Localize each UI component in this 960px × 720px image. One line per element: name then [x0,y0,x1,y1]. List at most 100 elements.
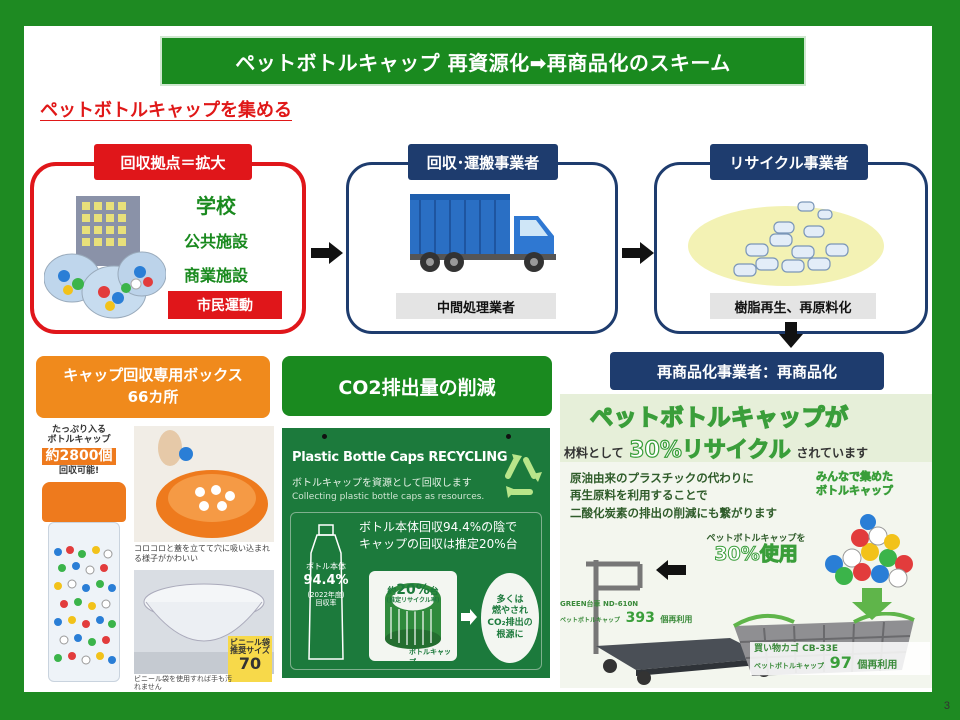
product-desc-line2: 再生原料を利用することで [570,488,708,503]
page-title: ペットボトルキャップ 再資源化➡再商品化のスキーム [160,36,806,86]
usage-percent: 30%使用 [714,543,798,566]
cap-label: ボトルキャップ [409,648,451,666]
basket-model: 買い物カゴ CB-33E [754,644,839,654]
arrow-right-icon [311,242,343,264]
basket-label: ペットボトルキャップ [754,662,824,671]
co2-reduction-tag: CO2排出量の削減 [282,356,552,416]
recycling-sub-jp: ボトルキャップを資源として回収します [292,478,472,489]
burn-line2: 燃やされ [491,606,528,617]
capacity-count: 約2800個 [41,447,117,466]
bottle-cap-icon [385,583,441,649]
transport-tag: 回収･運搬事業者 [408,144,558,180]
usage-badge: ペットボトルキャップを 30%使用 [702,534,810,566]
cart-label: ペットボトルキャップ [560,617,621,625]
collection-box-count: 66カ所 [127,388,179,406]
bag-graphic [134,583,274,674]
cart-model: GREEN台車 ND-610N [560,600,639,608]
cap-rate-prefix: 約 [387,587,397,597]
truck-illustration [410,194,556,272]
cart-unit: 個再利用 [660,615,693,625]
school-label: 学校 [196,194,236,218]
product-description: 原油由来のプラスチックの代わりに 再生原料を利用することで 二酸化炭素の排出の削… [570,470,800,522]
bottle-value: 94.4% [303,572,349,588]
section-heading: ペットボトルキャップを集める [40,100,292,121]
bag-size-label1: ビニール袋 [230,638,270,647]
product-subline: 材料として 30%リサイクル されています [564,432,868,464]
cart-count: 393 [625,610,655,627]
remarketing-tag: 再商品化事業者：再商品化 [610,352,884,390]
commercial-facility-label: 商業施設 [184,266,249,285]
intermediate-processor-label: 中間処理業者 [396,293,556,319]
bottle-rate-label: 回収率 [315,598,337,607]
capacity-line2: ボトルキャップ [47,434,111,445]
product-header-band [560,394,932,462]
burn-line1: 多くは [496,594,524,605]
bottle-year: (2022年度) [307,591,345,600]
product-sub-prefix: 材料として [564,446,624,460]
page-number: 3 [943,700,950,712]
orange-lid-graphic [156,430,268,538]
cap-rate-value: 20% [396,582,430,598]
arrow-down-green-icon [852,588,892,620]
recycling-message: ボトル本体回収94.4%の陰で キャップの回収は推定20%台 [359,519,539,554]
arrow-down-icon [779,322,803,348]
recycle-icon [505,454,542,498]
recycling-panel: Plastic Bottle Caps RECYCLING ボトルキャップを資源… [282,428,550,678]
arrow-right-icon [461,609,477,625]
bottle-label: ボトル本体 [306,562,346,571]
product-desc-line1: 原油由来のプラスチックの代わりに [570,471,754,485]
caps-bubble-text: みんなで集めた ボトルキャップ [816,470,894,499]
burn-circle: 多くは 燃やされ CO₂排出の 根源に [481,573,539,663]
arrow-left-icon [656,560,686,580]
collection-box-label: キャップ回収専用ボックス [63,366,243,385]
caps-inside-jar [54,546,116,665]
capacity-line1: たっぷり入る [51,425,106,435]
panel-dot-left [322,434,327,439]
capacity-badge: たっぷり入る ボトルキャップ 約2800個 回収可能! [36,425,122,484]
capacity-line3: 回収可能! [58,466,100,477]
cart-info-row: ペットボトルキャップ 393 個再利用 [560,608,692,627]
caps-pile-illustration [825,514,913,588]
cap-bags-illustration [44,196,166,319]
caps-bubble-line1: みんなで集めた [816,470,894,484]
burn-line3: CO₂排出の [487,618,533,628]
recycling-message-line2: キャップの回収は推定20%台 [359,537,518,552]
cap-rate-note: (推定リサイクル率) [386,597,440,604]
basket-info: 買い物カゴ CB-33E ペットボトルキャップ 97 個再利用 [750,642,930,675]
collection-points-tag: 回収拠点＝拡大 [94,144,252,180]
recycling-message-line1: ボトル本体回収94.4%の陰で [359,520,518,534]
bottle-stats: ボトル本体 94.4% (2022年度) 回収率 [297,562,355,607]
basket-info-row: ペットボトルキャップ 97 個再利用 [754,654,926,672]
product-panel: ペットボトルキャップが 材料として 30%リサイクル されています 原油由来のプ… [560,394,932,688]
resin-recycling-label: 樹脂再生、再原料化 [710,293,876,319]
product-sub-suffix: されています [796,446,868,460]
bag-size-badge: ビニール袋 推奨サイズ 70 [228,636,272,682]
panel-dot-right [506,434,511,439]
cart-info: GREEN台車 ND-610N ペットボトルキャップ 393 個再利用 [560,600,692,627]
bag-size-value: 70 [238,653,262,673]
cap-rate-box: 約20%台 (推定リサイクル率) ボトルキャップ [369,571,457,666]
bag-caption: ビニール袋を使用すれば手も汚れません [134,675,232,691]
basket-unit: 個再利用 [857,660,898,672]
cap-rate-suffix: 台 [429,587,439,597]
caps-bubble-line2: ボトルキャップ [816,484,894,498]
product-sub-percent: 30%リサイクル [629,437,792,463]
citizen-movement-badge: 市民運動 [168,291,282,319]
orange-lid-photo [134,426,274,542]
recycling-sub-en: Collecting plastic bottle caps as resour… [292,492,485,502]
basket-count: 97 [829,653,852,673]
arrow-right-icon [622,242,654,264]
recycling-heading: Plastic Bottle Caps RECYCLING [292,450,508,465]
public-facility-label: 公共施設 [184,232,249,251]
bag-size-label2: 推奨サイズ [230,646,270,656]
cap-rate: 約20%台 (推定リサイクル率) [383,581,443,604]
collection-jar [42,482,126,682]
collection-box-photo: たっぷり入る ボトルキャップ 約2800個 回収可能! コロコロと蓋を立てて穴に… [34,424,274,691]
recycling-inner-panel: ボトル本体回収94.4%の陰で キャップの回収は推定20%台 ボトル本体 94.… [290,512,542,670]
usage-line: ペットボトルキャップを [706,534,806,544]
resin-pellets-illustration [688,201,884,286]
slide: ペットボトルキャップ 再資源化➡再商品化のスキーム ペットボトルキャップを集める… [24,26,932,692]
burn-line4: 根源に [496,629,524,640]
bottle-icon [308,524,344,660]
product-desc-line3: 二酸化炭素の排出の削減にも繋がります [570,505,777,520]
